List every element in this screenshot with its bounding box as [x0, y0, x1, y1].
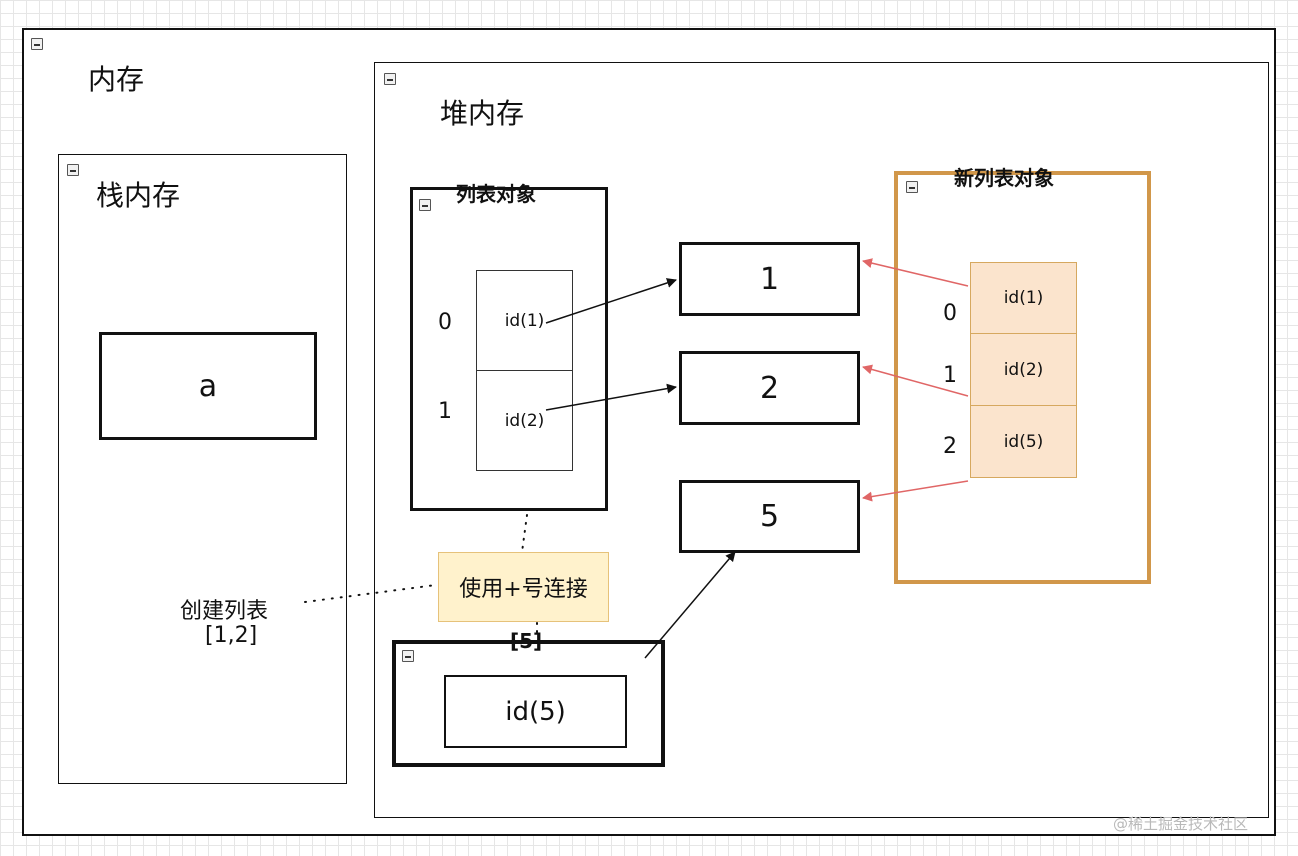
heap-collapse-icon[interactable] — [384, 73, 396, 85]
memory-title: 内存 — [88, 63, 145, 96]
new-list-cell-1-label: id(2) — [1003, 359, 1044, 380]
small-list-collapse-icon[interactable] — [402, 650, 414, 662]
variable-a-label: a — [198, 368, 218, 404]
small-list-title: [5] — [510, 629, 543, 653]
list-object-collapse-icon[interactable] — [419, 199, 431, 211]
concat-note-label: 使用+号连接 — [459, 577, 588, 602]
list-cell-0: id(1) — [476, 270, 573, 371]
stack-collapse-icon[interactable] — [67, 164, 79, 176]
variable-a-box: a — [99, 332, 317, 440]
new-list-cell-2: id(5) — [970, 405, 1077, 478]
value-label-2: 2 — [759, 370, 780, 406]
heap-title: 堆内存 — [440, 97, 525, 130]
new-list-index-2: 2 — [943, 434, 957, 459]
list-cell-0-label: id(1) — [504, 310, 545, 331]
new-list-cell-1: id(2) — [970, 333, 1077, 406]
value-label-1: 1 — [759, 261, 780, 297]
small-list-cell: id(5) — [444, 675, 627, 748]
value-box-1: 1 — [679, 242, 860, 316]
concat-note: 使用+号连接 — [438, 552, 609, 622]
memory-collapse-icon[interactable] — [31, 38, 43, 50]
new-list-index-1: 1 — [943, 363, 957, 388]
list-index-1: 1 — [438, 399, 452, 424]
list-object-title: 列表对象 — [456, 182, 536, 206]
watermark: @稀土掘金技术社区 — [1113, 815, 1249, 833]
list-index-0: 0 — [438, 310, 452, 335]
new-list-index-0: 0 — [943, 301, 957, 326]
create-list-note-line2: [1,2] — [205, 623, 258, 648]
list-cell-1: id(2) — [476, 370, 573, 471]
new-list-object-title: 新列表对象 — [954, 166, 1054, 190]
value-label-5: 5 — [759, 499, 780, 534]
new-list-cell-0: id(1) — [970, 262, 1077, 334]
new-list-cell-2-label: id(5) — [1003, 431, 1044, 452]
new-list-object-collapse-icon[interactable] — [906, 181, 918, 193]
value-box-5: 5 — [679, 480, 860, 553]
new-list-cell-0-label: id(1) — [1003, 288, 1044, 308]
small-list-cell-label: id(5) — [505, 696, 566, 727]
stack-container — [58, 154, 347, 784]
create-list-note-line1: 创建列表 — [180, 599, 269, 624]
list-cell-1-label: id(2) — [504, 410, 545, 431]
value-box-2: 2 — [679, 351, 860, 425]
stack-title: 栈内存 — [96, 179, 181, 212]
